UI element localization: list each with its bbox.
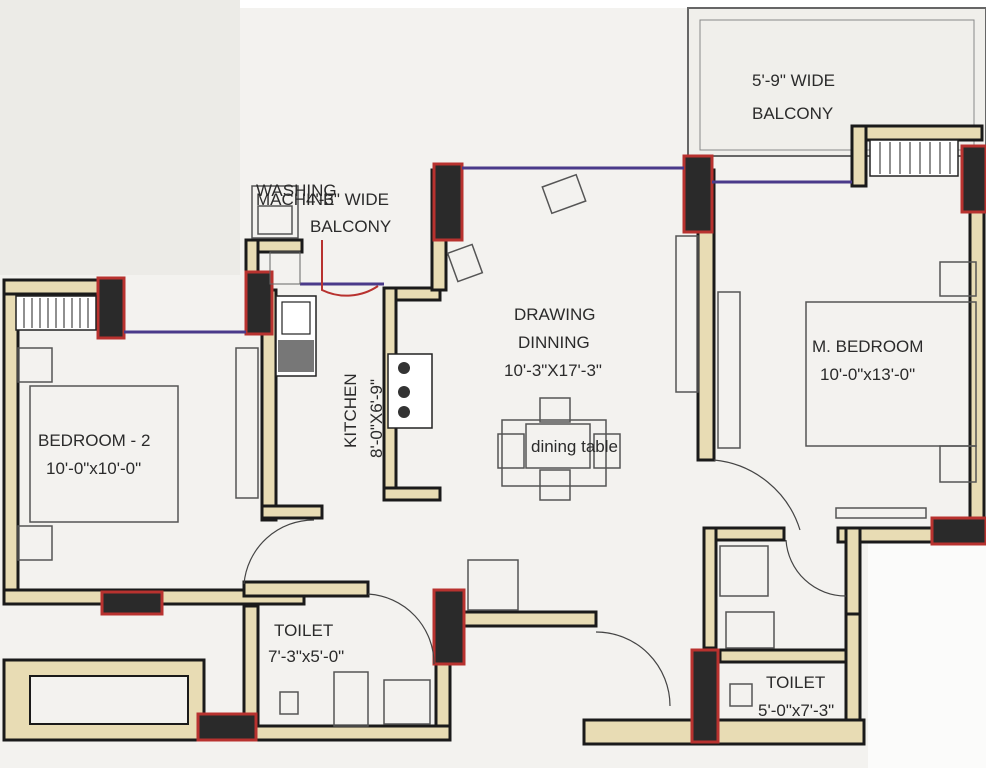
toilet1-name: TOILET [274, 621, 333, 640]
washing-machine-line2: MACHINE [256, 190, 334, 209]
drawing-name: DRAWING [514, 305, 596, 324]
small-balcony-name: BALCONY [310, 217, 391, 236]
columns [96, 144, 986, 744]
fixtures [15, 139, 977, 727]
master-bedroom-name: M. BEDROOM [812, 337, 923, 356]
drawing-size: 10'-3"X17'-3" [504, 361, 602, 380]
dining-table-label: dining table [531, 437, 618, 456]
toilet2-name: TOILET [766, 673, 825, 692]
bedroom2-size: 10'-0"x10'-0" [46, 459, 141, 478]
dining-name: DINNING [518, 333, 590, 352]
washing-machine-line1: WASHING [256, 181, 337, 200]
toilet1-size: 7'-3"x5'-0" [268, 647, 344, 666]
small-balcony-size: 4'-3" WIDE [306, 190, 389, 209]
page-left-strip [0, 0, 240, 275]
bedroom2-name: BEDROOM - 2 [38, 431, 150, 450]
windows [124, 166, 852, 334]
kitchen-size: 8'-0"X6'-9" [367, 379, 386, 458]
door-swings [243, 240, 847, 707]
top-balcony-name: BALCONY [752, 104, 833, 123]
page-top-strip [0, 0, 986, 8]
kitchen-name: KITCHEN [341, 373, 360, 448]
master-bedroom-size: 10'-0"x13'-0" [820, 365, 915, 384]
top-balcony-size: 5'-9" WIDE [752, 71, 835, 90]
toilet2-size: 5'-0"x7'-3" [758, 701, 834, 720]
page-bottom-right-white [868, 540, 986, 768]
labels: 5'-9" WIDE BALCONY 4'-3" WIDE BALCONY WA… [38, 71, 923, 720]
